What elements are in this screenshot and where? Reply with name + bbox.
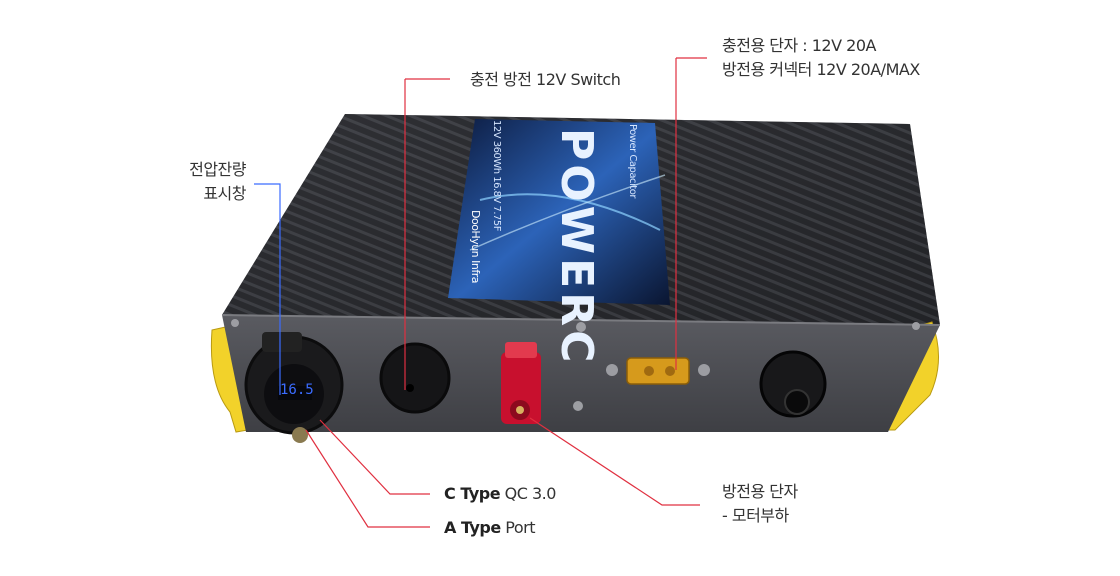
power-switch (379, 342, 451, 414)
label-a-type-rest: Port (500, 518, 536, 537)
panel-brand: POWERC (551, 128, 602, 367)
label-discharge-terminal-line2: - 모터부하 (722, 506, 789, 525)
led-display-reading: 16.5 (280, 382, 314, 398)
label-discharge-terminal-line1: 방전용 단자 (722, 482, 798, 501)
panel-spec-text: 12V 360Wh 16.8V 7.75F (491, 120, 502, 232)
label-a-type: A Type Port (444, 516, 536, 540)
label-a-type-bold: A Type (444, 518, 501, 537)
panel-top-text: Power Capacitor (627, 124, 638, 198)
label-voltage-display: 전압잔량 표시창 (150, 158, 246, 206)
label-c-type-rest: QC 3.0 (500, 484, 557, 503)
label-voltage-display-line2: 표시창 (203, 184, 246, 203)
label-c-type-bold: C Type (444, 484, 501, 503)
label-charge-terminal-line2: 방전용 커넥터 12V 20A/MAX (722, 60, 920, 79)
leader-lines (254, 57, 707, 528)
panel-maker-text: DooHyun Infra (469, 210, 482, 284)
label-charge-terminal: 충전용 단자 : 12V 20A 방전용 커넥터 12V 20A/MAX (722, 34, 920, 82)
label-c-type: C Type QC 3.0 (444, 482, 556, 506)
xt-connector (626, 357, 690, 385)
label-voltage-display-line1: 전압잔량 (189, 160, 246, 179)
label-switch: 충전 방전 12V Switch (470, 70, 621, 89)
brand-panel (448, 119, 670, 305)
label-charge-terminal-line1: 충전용 단자 : 12V 20A (722, 36, 876, 55)
label-discharge-terminal: 방전용 단자 - 모터부하 (722, 480, 798, 528)
